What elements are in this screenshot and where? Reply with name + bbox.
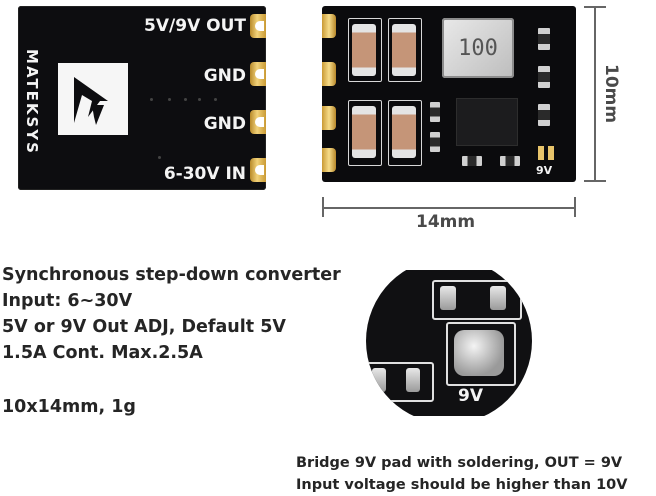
- bridge-outline: [446, 322, 516, 386]
- brand-silkscreen: MATEKSYS: [23, 49, 42, 155]
- height-dimension-label: 10mm: [601, 64, 621, 124]
- capacitor: [352, 106, 376, 158]
- castellated-pad: [322, 148, 336, 172]
- via: [168, 98, 171, 101]
- zoom-board: 9V: [366, 270, 532, 416]
- width-dimension-line: [322, 207, 576, 209]
- capacitor-outline: [348, 100, 382, 166]
- spec-line: 5V or 9V Out ADJ, Default 5V: [2, 317, 286, 337]
- solder-pad: [406, 368, 420, 392]
- smd-resistor: [462, 156, 482, 166]
- spec-line: Synchronous step-down converter: [2, 265, 341, 285]
- capacitor-outline: [388, 18, 422, 82]
- zoom-pad-label-9v: 9V: [458, 386, 483, 406]
- smd-resistor: [538, 66, 550, 88]
- capacitor: [352, 24, 376, 76]
- castellated-pad: [250, 158, 266, 182]
- width-dimension-label: 14mm: [416, 212, 476, 232]
- via: [214, 98, 217, 101]
- via: [158, 156, 161, 159]
- component-outline: [366, 362, 434, 402]
- pad-label-gnd-1: GND: [203, 66, 246, 86]
- capacitor-outline: [348, 18, 382, 82]
- spec-list: Synchronous step-down converter Input: 6…: [2, 262, 341, 420]
- component-outline: [432, 280, 522, 320]
- castellated-pad: [322, 62, 336, 86]
- width-dimension-tick: [322, 197, 324, 217]
- spec-size-weight: 10x14mm, 1g: [2, 397, 136, 417]
- pad-label-out: 5V/9V OUT: [144, 16, 246, 36]
- smd-resistor: [538, 104, 550, 126]
- solder-bridge-blob: [454, 330, 504, 376]
- spec-line: 1.5A Cont. Max.2.5A: [2, 343, 203, 363]
- castellated-pad: [250, 14, 266, 38]
- smd-resistor: [538, 28, 550, 50]
- board-front-photo: 100 9V: [322, 6, 576, 182]
- pad-label-9v: 9V: [536, 164, 553, 177]
- pad-label-in: 6-30V IN: [163, 164, 246, 184]
- spec-line: Input: 6~30V: [2, 291, 133, 311]
- solder-pad: [372, 368, 386, 392]
- zoom-detail-photo: 9V: [366, 258, 532, 424]
- solder-bridge-pad: [538, 146, 544, 160]
- bridge-notes: Bridge 9V pad with soldering, OUT = 9V I…: [296, 452, 628, 496]
- castellated-pad: [250, 62, 266, 86]
- matek-logo-icon: [58, 63, 128, 135]
- width-dimension-tick: [574, 197, 576, 217]
- via: [184, 98, 187, 101]
- height-dimension-tick: [584, 180, 606, 182]
- castellated-pad: [250, 110, 266, 134]
- board-back-photo: MATEKSYS 5V/9V OUT GND GND 6-30V IN: [18, 6, 266, 190]
- height-dimension-tick: [584, 6, 606, 8]
- inductor: 100: [442, 18, 514, 78]
- capacitor: [392, 106, 416, 158]
- regulator-ic: [456, 98, 518, 146]
- solder-bridge-pad: [548, 146, 554, 160]
- height-dimension-line: [594, 6, 596, 182]
- solder-pad: [440, 286, 456, 310]
- note-line: Input voltage should be higher than 10V: [296, 477, 628, 493]
- capacitor-outline: [388, 100, 422, 166]
- via: [198, 98, 201, 101]
- smd-resistor: [500, 156, 520, 166]
- capacitor: [392, 24, 416, 76]
- pad-label-gnd-2: GND: [203, 114, 246, 134]
- castellated-pad: [322, 14, 336, 38]
- note-line: Bridge 9V pad with soldering, OUT = 9V: [296, 455, 623, 471]
- smd-resistor: [430, 102, 440, 122]
- castellated-pad: [322, 106, 336, 130]
- smd-resistor: [430, 132, 440, 152]
- solder-pad: [490, 286, 506, 310]
- via: [150, 98, 153, 101]
